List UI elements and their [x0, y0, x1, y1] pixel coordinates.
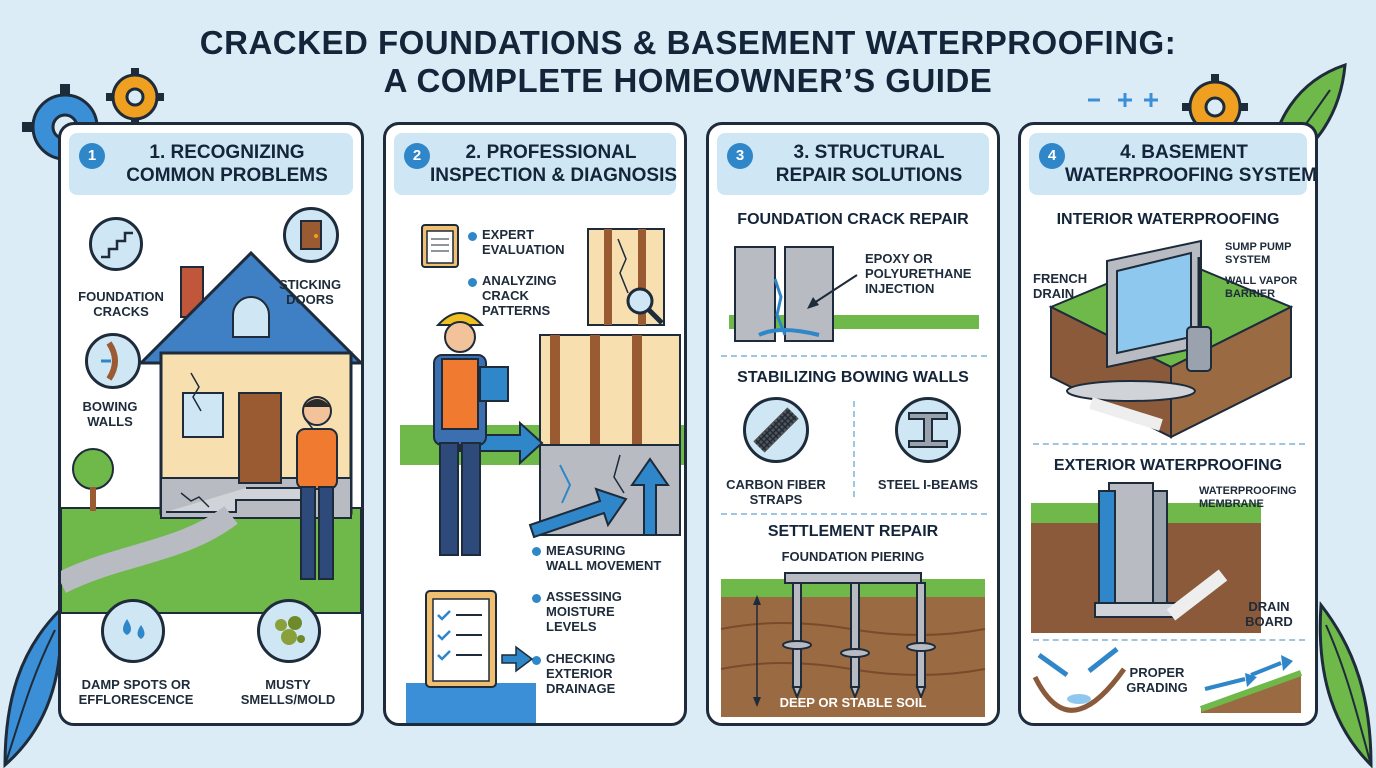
bowing-heading: STABILIZING BOWING WALLS [737, 369, 969, 386]
crack-repair-heading: FOUNDATION CRACK REPAIR [737, 211, 969, 228]
sticking-doors-label: STICKING DOORS [278, 277, 342, 307]
measuring-wall-label: MEASURING WALL MOVEMENT [546, 543, 662, 573]
checking-drainage-label: CHECKING EXTERIOR DRAINAGE [546, 651, 616, 696]
clipboard-icon [421, 224, 459, 268]
panel-header: 4 4. BASEMENT WATERPROOFING SYSTEMS [1029, 133, 1318, 195]
carbon-fiber-label: CARBON FIBER STRAPS [726, 477, 826, 507]
expert-evaluation-label: EXPERT EVALUATION [482, 227, 565, 257]
divider [721, 355, 987, 357]
checklist-icon [406, 590, 536, 723]
panel-number: 2 [404, 143, 430, 169]
stairs-crack-icon [89, 217, 143, 271]
injection-label: EPOXY OR POLYURETHANE INJECTION [865, 251, 972, 296]
gear-icon [106, 68, 164, 126]
assessing-moisture-label: ASSESSING MOISTURE LEVELS [546, 589, 622, 634]
musty-smells-label: MUSTY SMELLS/MOLD [240, 677, 336, 707]
plus-icon [1088, 93, 1158, 107]
damp-spots-label: DAMP SPOTS OR EFFLORESCENCE [78, 677, 194, 707]
homeowner-icon [296, 396, 338, 580]
title-line-2: A COMPLETE HOMEOWNER’S GUIDE [383, 62, 993, 99]
mold-icon [275, 616, 305, 645]
water-drops-icon [101, 599, 165, 663]
bowing-walls-label: BOWING WALLS [82, 399, 138, 429]
leaf-icon [1318, 600, 1373, 768]
stable-soil-label: DEEP OR STABLE SOIL [779, 695, 927, 710]
inspector-icon [433, 312, 509, 556]
membrane-label: WATERPROOFING MEMBRANE [1199, 485, 1297, 510]
panel-title: 4. BASEMENT WATERPROOFING SYSTEMS [1065, 142, 1318, 186]
carbon-strap-icon [753, 407, 799, 453]
bullet-dot [532, 547, 541, 556]
divider [853, 401, 855, 497]
page-title: CRACKED FOUNDATIONS & BASEMENT WATERPROO… [0, 24, 1376, 100]
grading-arrow-icon [1032, 647, 1127, 713]
grading-label: PROPER GRADING [1126, 665, 1188, 695]
divider [721, 513, 987, 515]
panel-number: 1 [79, 143, 105, 169]
interior-heading: INTERIOR WATERPROOFING [1056, 211, 1280, 228]
divider [1033, 443, 1305, 445]
door-icon [300, 220, 322, 250]
divider [1033, 639, 1305, 641]
wall-bow-icon [101, 341, 118, 381]
injection-icon [729, 246, 979, 342]
panel-header: 1 1. RECOGNIZING COMMON PROBLEMS [69, 133, 353, 195]
panel-header: 3 3. STRUCTURAL REPAIR SOLUTIONS [717, 133, 989, 195]
panel-number: 3 [727, 143, 753, 169]
water-drops-icon [123, 619, 145, 639]
foundation-cracks-label: FOUNDATION CRACKS [78, 289, 164, 319]
panel-number: 4 [1039, 143, 1065, 169]
panel-structural-repair: 3 3. STRUCTURAL REPAIR SOLUTIONS FOUNDAT… [706, 122, 1000, 726]
panel-waterproofing-systems: 4 4. BASEMENT WATERPROOFING SYSTEMS INTE… [1018, 122, 1318, 726]
panel-inspection-diagnosis: 2 2. PROFESSIONAL INSPECTION & DIAGNOSIS… [383, 122, 687, 726]
exterior-cutaway-icon [1031, 482, 1261, 633]
bullet-dot [532, 656, 541, 665]
panel-header: 2 2. PROFESSIONAL INSPECTION & DIAGNOSIS [394, 133, 678, 195]
piering-label: FOUNDATION PIERING [781, 549, 925, 564]
interior-cutaway-icon [1048, 239, 1294, 439]
helical-pier-icon [720, 572, 986, 717]
panel-title: 2. PROFESSIONAL INSPECTION & DIAGNOSIS [430, 142, 678, 186]
i-beam-icon [908, 412, 948, 448]
crack-closeup-icon [587, 228, 665, 326]
french-drain-label: FRENCH DRAIN [1033, 271, 1088, 301]
grading-arrow-icon [1199, 655, 1303, 713]
panel-recognizing-problems: 1 1. RECOGNIZING COMMON PROBLEMS F [58, 122, 364, 726]
panel-title: 1. RECOGNIZING COMMON PROBLEMS [126, 142, 328, 186]
steel-beams-label: STEEL I-BEAMS [877, 477, 979, 492]
exterior-heading: EXTERIOR WATERPROOFING [1053, 457, 1283, 474]
vapor-barrier-label: WALL VAPOR BARRIER [1225, 275, 1298, 300]
analyzing-crack-label: ANALYZING CRACK PATTERNS [482, 273, 557, 318]
stairs-crack-icon [101, 231, 133, 259]
bullet-dot [532, 594, 541, 603]
drain-board-label: DRAIN BOARD [1245, 599, 1293, 629]
panel-title: 3. STRUCTURAL REPAIR SOLUTIONS [775, 142, 963, 186]
bullet-dot [468, 232, 477, 241]
sump-pump-label: SUMP PUMP SYSTEM [1225, 241, 1292, 266]
title-line-1: CRACKED FOUNDATIONS & BASEMENT WATERPROO… [199, 24, 1177, 61]
bullet-dot [468, 278, 477, 287]
settlement-heading: SETTLEMENT REPAIR [767, 523, 939, 540]
foundation-wall-icon [400, 334, 684, 539]
